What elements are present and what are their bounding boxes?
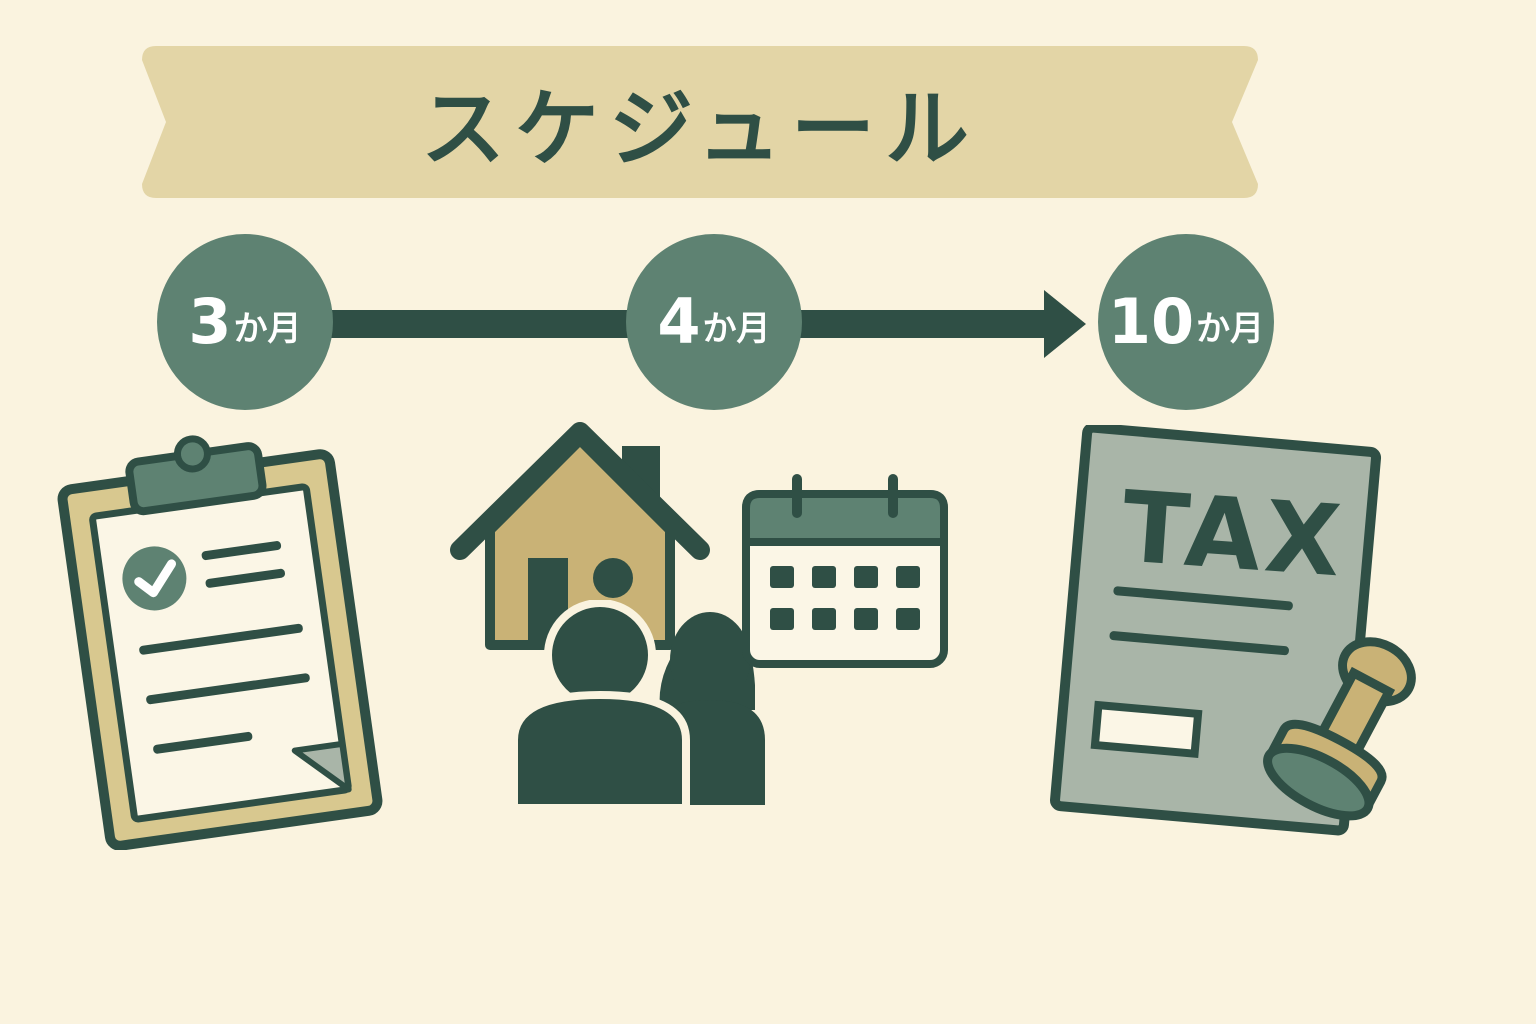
title-banner: スケジュール <box>142 46 1258 198</box>
family-icon <box>510 600 780 810</box>
clipboard-checklist-icon <box>50 430 390 850</box>
calendar-icon <box>740 470 950 670</box>
step-circle-1: 3 か月 <box>157 234 333 410</box>
step-number: 4 <box>657 285 701 358</box>
house-icon <box>450 420 710 660</box>
tax-label: TAX <box>1118 470 1349 600</box>
timeline-arrowhead <box>1044 290 1086 358</box>
page-title: スケジュール <box>420 79 980 178</box>
banner-shape <box>142 46 1258 198</box>
step-number: 3 <box>188 285 232 358</box>
step-unit: か月 <box>233 309 302 349</box>
stamp-icon <box>1240 620 1430 840</box>
step-circle-3: 10 か月 <box>1098 234 1274 410</box>
step-number: 10 <box>1107 285 1195 358</box>
step-circle-2: 4 か月 <box>626 234 802 410</box>
step-unit: か月 <box>702 309 771 349</box>
step-unit: か月 <box>1196 309 1265 349</box>
